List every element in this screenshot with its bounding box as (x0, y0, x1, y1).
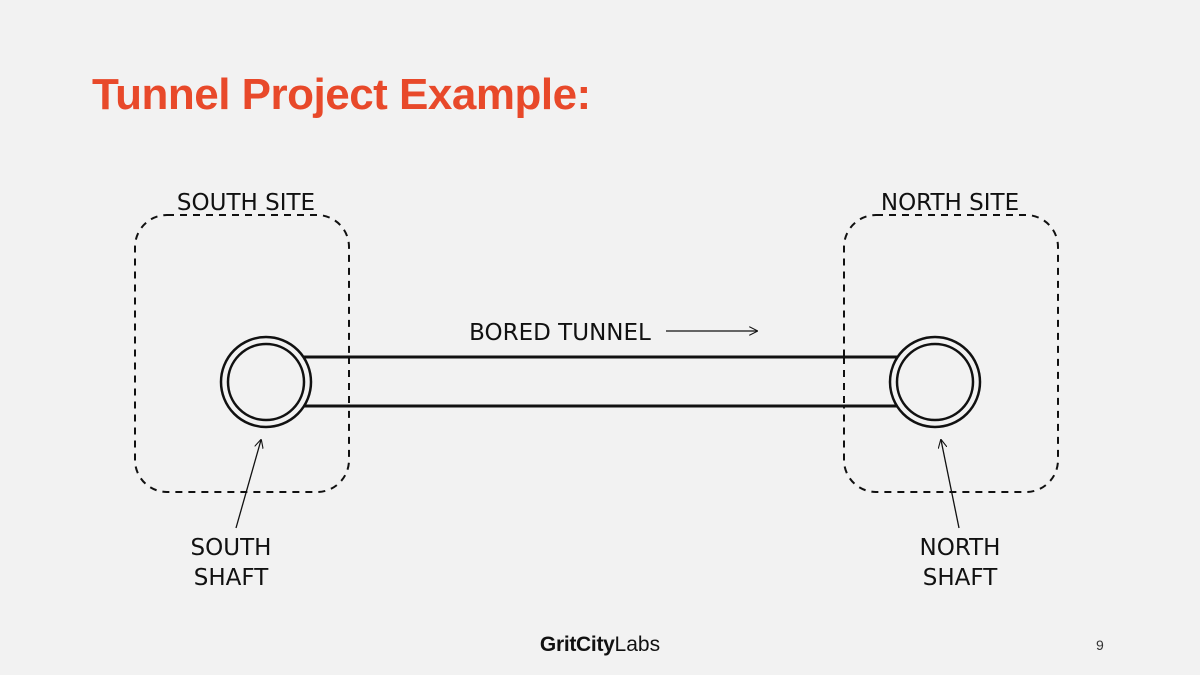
south-shaft-pointer-arrow (235, 440, 261, 529)
south-site-label: SOUTH SITE (177, 190, 315, 216)
north-shaft-label-line2: SHAFT (923, 565, 998, 591)
company-logo: GritCityLabs (0, 633, 1200, 657)
south-site-boundary (134, 214, 350, 493)
bored-tunnel (300, 357, 900, 406)
north-shaft (888, 335, 982, 429)
logo-bold-text: GritCity (539, 633, 615, 656)
logo-light-text: Labs (614, 633, 661, 656)
north-shaft-pointer-arrow (941, 440, 960, 529)
south-shaft-label-line1: SOUTH (191, 535, 272, 561)
south-shaft (219, 335, 313, 429)
north-shaft-label-line1: NORTH (920, 535, 1001, 561)
south-shaft-label-line2: SHAFT (194, 565, 269, 591)
north-site-label: NORTH SITE (881, 190, 1019, 216)
page-number: 9 (1096, 637, 1104, 653)
slide-title: Tunnel Project Example: (92, 70, 591, 119)
bored-tunnel-label: BORED TUNNEL (469, 320, 651, 346)
